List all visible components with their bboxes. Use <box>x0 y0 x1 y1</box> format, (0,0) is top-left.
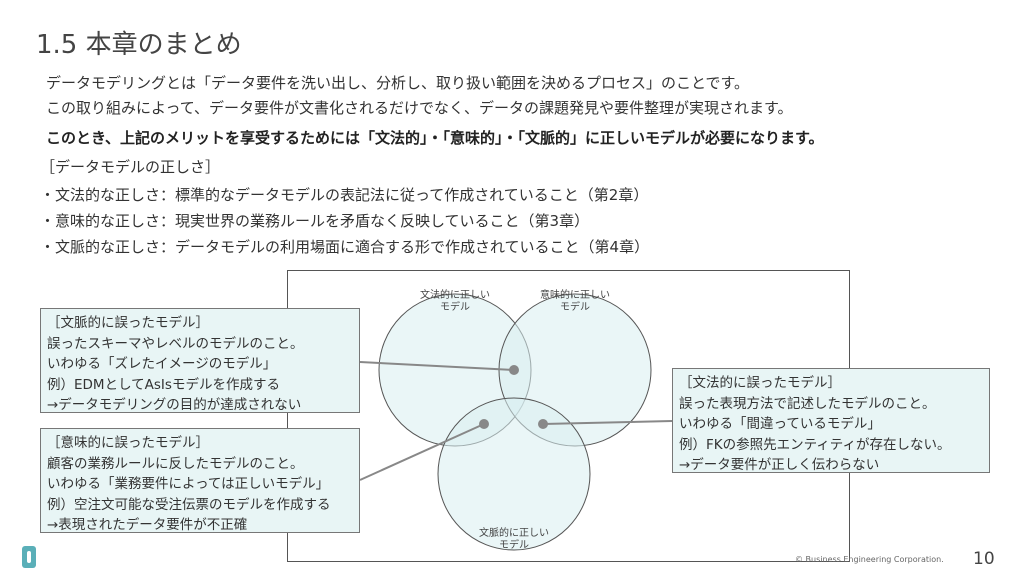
dot-semantic <box>479 419 489 429</box>
section-heading: ［データモデルの正しさ］ <box>40 158 221 176</box>
connector-contextual <box>359 361 515 371</box>
circle-label-grammatical: 文法的に正しいモデル <box>420 290 490 313</box>
dot-grammatical <box>538 419 548 429</box>
intro-line-1: データモデリングとは「データ要件を洗い出し、分析し、取り扱い範囲を決めるプロセス… <box>46 74 750 92</box>
page-number: 10 <box>973 549 995 569</box>
bullet-contextual: ・文脈的な正しさ：データモデルの利用場面に適合する形で作成されていること（第4章… <box>40 238 650 256</box>
circle-label-contextual: 文脈的に正しいモデル <box>479 528 549 551</box>
circle-contextual <box>437 397 591 551</box>
dot-contextual <box>509 365 519 375</box>
key-statement: このとき、上記のメリットを享受するためには「文法的」・「意味的」・「文脈的」に正… <box>46 129 824 147</box>
connector-semantic <box>359 423 485 481</box>
circle-label-semantic: 意味的に正しいモデル <box>540 290 610 313</box>
copyright: © Business Engineering Corporation. <box>795 555 944 564</box>
callout-contextual-error: ［文脈的に誤ったモデル］誤ったスキーマやレベルのモデルのこと。いわゆる「ズレたイ… <box>40 308 360 413</box>
company-logo-icon <box>22 546 36 568</box>
intro-line-2: この取り組みによって、データ要件が文書化されるだけでなく、データの課題発見や要件… <box>46 99 793 117</box>
callout-semantic-error: ［意味的に誤ったモデル］顧客の業務ルールに反したモデルのこと。いわゆる「業務要件… <box>40 428 360 533</box>
callout-grammatical-error: ［文法的に誤ったモデル］誤った表現方法で記述したモデルのこと。いわゆる「間違って… <box>672 368 990 473</box>
connector-grammatical <box>542 420 673 425</box>
bullet-semantic: ・意味的な正しさ：現実世界の業務ルールを矛盾なく反映していること（第3章） <box>40 212 590 230</box>
bullet-grammatical: ・文法的な正しさ：標準的なデータモデルの表記法に従って作成されていること（第2章… <box>40 186 649 204</box>
page-title: 1.5 本章のまとめ <box>36 30 242 60</box>
